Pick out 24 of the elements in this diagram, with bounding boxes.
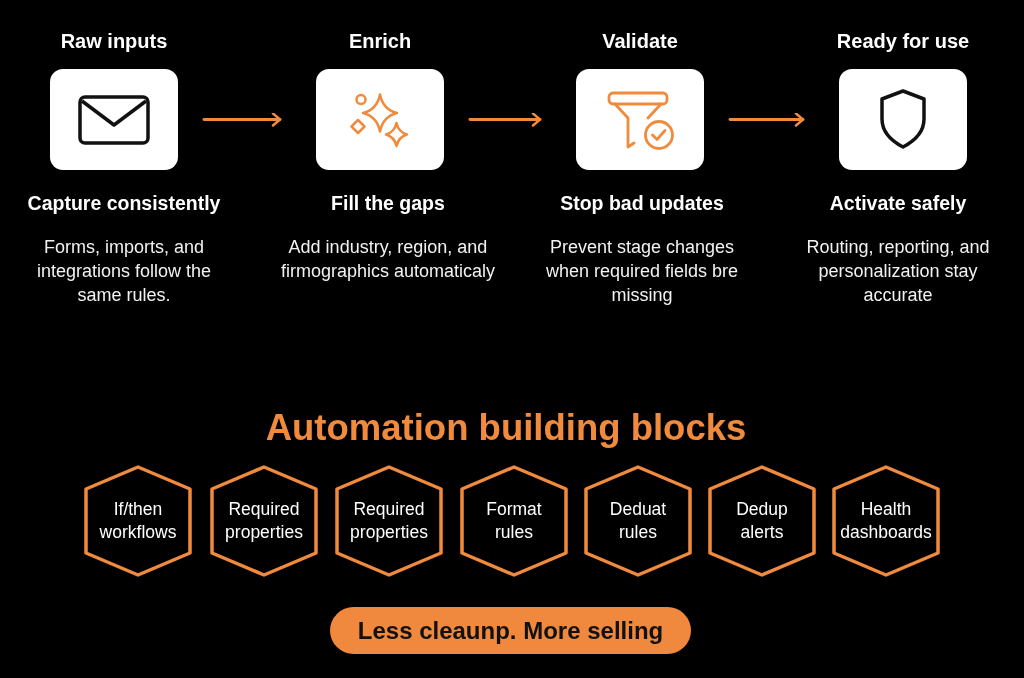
- step-heading: Validate: [602, 29, 678, 53]
- block-label: Format rules: [486, 498, 542, 544]
- step-subtitle: Stop bad updates: [560, 191, 724, 215]
- block-label: Required properties: [350, 498, 428, 544]
- step-subtitle: Fill the gaps: [331, 191, 445, 215]
- step-heading: Ready for use: [836, 29, 970, 53]
- step-description: Forms, imports, and integrations follow the same rules.: [35, 236, 213, 307]
- step-subtitle: Activate safely: [829, 191, 967, 215]
- step-description: Add industry, region, and firmographics automaticaly: [279, 236, 497, 283]
- block-label: If/then workflows: [99, 498, 177, 544]
- step-heading: Raw inputs: [60, 29, 168, 53]
- step-description: Prevent stage changes when required fields bre missing: [544, 236, 740, 307]
- arrow: [202, 112, 282, 127]
- arrow: [728, 112, 805, 127]
- block-label: Required properties: [225, 498, 303, 544]
- tagline-banner: Less cleaunp. More selling: [330, 607, 691, 654]
- step-heading: Enrich: [348, 29, 412, 53]
- section-heading: Automation building blocks: [265, 407, 747, 449]
- step-subtitle: Capture consistently: [27, 191, 221, 215]
- block-label: Dedup alerts: [736, 498, 788, 544]
- block-label: Health dashboards: [840, 498, 932, 544]
- block-label: Deduat rules: [609, 498, 667, 544]
- step-description: Routing, reporting, and personalization stay accurate: [805, 236, 991, 307]
- arrow: [468, 112, 542, 127]
